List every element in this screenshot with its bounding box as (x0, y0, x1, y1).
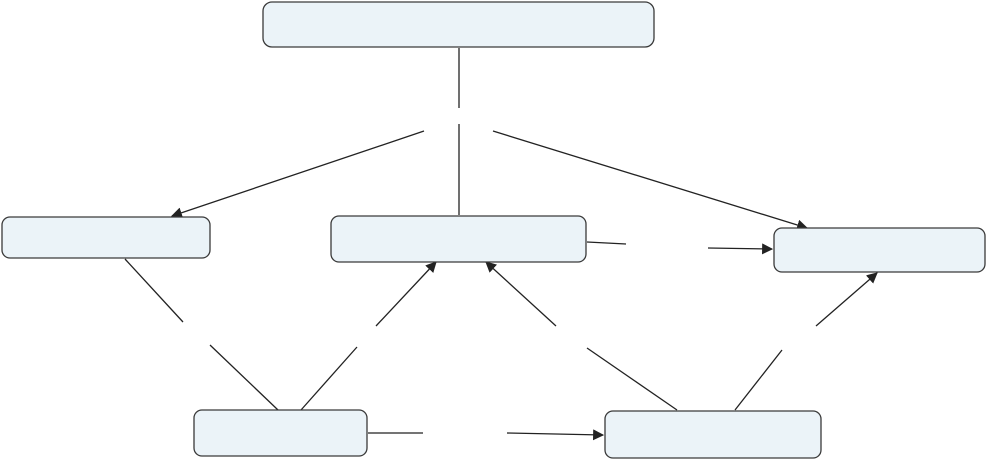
edge-bottom-left-to-bottom-right (368, 429, 605, 441)
edge-bottom-right-to-right (734, 272, 878, 411)
node-bottom-left[interactable] (193, 409, 368, 457)
edges-layer (124, 48, 878, 441)
edge-top-to-left (170, 130, 425, 219)
node-left[interactable] (1, 216, 211, 259)
node-bottom-right[interactable] (604, 410, 822, 459)
edge-left-to-bottom-left (124, 258, 279, 411)
edge-center-to-right (586, 241, 774, 255)
edge-top-to-right (492, 130, 809, 231)
node-center[interactable] (330, 215, 587, 263)
edge-bottom-left-to-center (300, 261, 437, 411)
edge-bottom-right-to-center (485, 261, 678, 411)
node-right[interactable] (773, 227, 986, 273)
node-top[interactable] (262, 1, 655, 48)
